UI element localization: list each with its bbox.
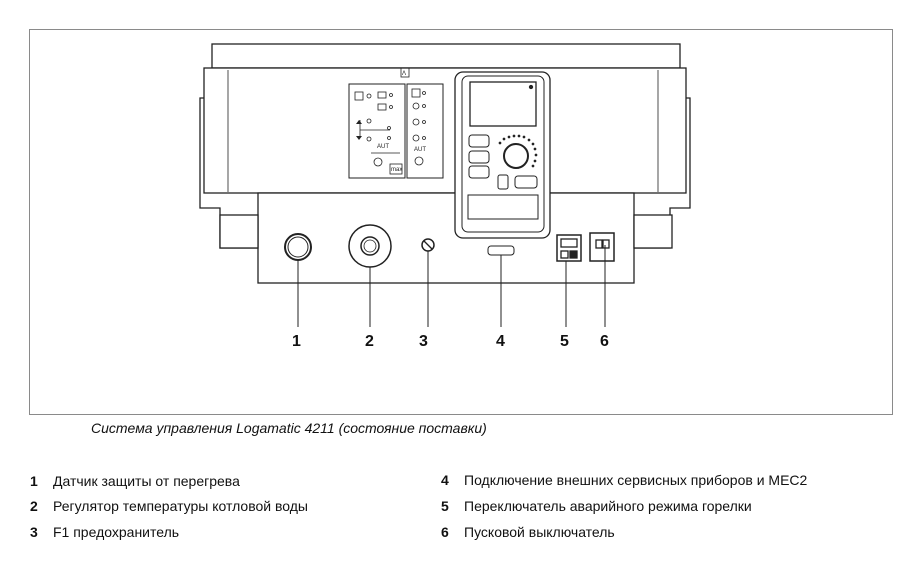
legend-item: 6 Пусковой выключатель bbox=[441, 524, 615, 540]
callout-5: 5 bbox=[560, 333, 569, 350]
panel-label: AUT bbox=[414, 147, 426, 153]
emergency-switch-box bbox=[556, 234, 582, 262]
legend-text: Датчик защиты от перегрева bbox=[53, 473, 240, 489]
legend-number: 4 bbox=[441, 472, 449, 488]
legend-number: 2 bbox=[30, 498, 38, 514]
panel-label: max bbox=[391, 167, 402, 173]
legend-text: Регулятор температуры котловой воды bbox=[53, 498, 308, 514]
housing-top-cover bbox=[211, 43, 681, 69]
module-dial bbox=[503, 143, 529, 169]
figure-caption: Система управления Logamatic 4211 (состо… bbox=[91, 420, 487, 436]
callout-6: 6 bbox=[600, 333, 609, 350]
panel-label: AUT bbox=[377, 144, 389, 150]
housing-body bbox=[203, 67, 687, 194]
legend-number: 3 bbox=[30, 524, 38, 540]
panel-label: Λ bbox=[402, 71, 406, 77]
legend-item: 2 Регулятор температуры котловой воды bbox=[30, 498, 308, 514]
temperature-knob bbox=[348, 224, 392, 268]
legend-number: 6 bbox=[441, 524, 449, 540]
callout-4: 4 bbox=[496, 333, 505, 350]
callout-1: 1 bbox=[292, 333, 301, 350]
callout-2: 2 bbox=[365, 333, 374, 350]
legend-item: 1 Датчик защиты от перегрева bbox=[30, 473, 240, 489]
callout-3: 3 bbox=[419, 333, 428, 350]
legend-text: F1 предохранитель bbox=[53, 524, 180, 540]
legend-number: 1 bbox=[30, 473, 38, 489]
legend-text: Подключение внешних сервисных приборов и… bbox=[464, 472, 808, 488]
module-display bbox=[469, 81, 537, 127]
figure-frame bbox=[29, 29, 893, 415]
legend-text: Переключатель аварийного режима горелки bbox=[464, 498, 752, 514]
legend-item: 4 Подключение внешних сервисных приборов … bbox=[441, 472, 807, 488]
legend-text: Пусковой выключатель bbox=[464, 524, 615, 540]
legend-number: 5 bbox=[441, 498, 449, 514]
front-panel bbox=[257, 192, 635, 284]
indicator-panel-right bbox=[406, 83, 444, 179]
start-switch-box bbox=[589, 232, 615, 262]
legend-item: 5 Переключатель аварийного режима горелки bbox=[441, 498, 752, 514]
legend-item: 3 F1 предохранитель bbox=[30, 524, 179, 540]
